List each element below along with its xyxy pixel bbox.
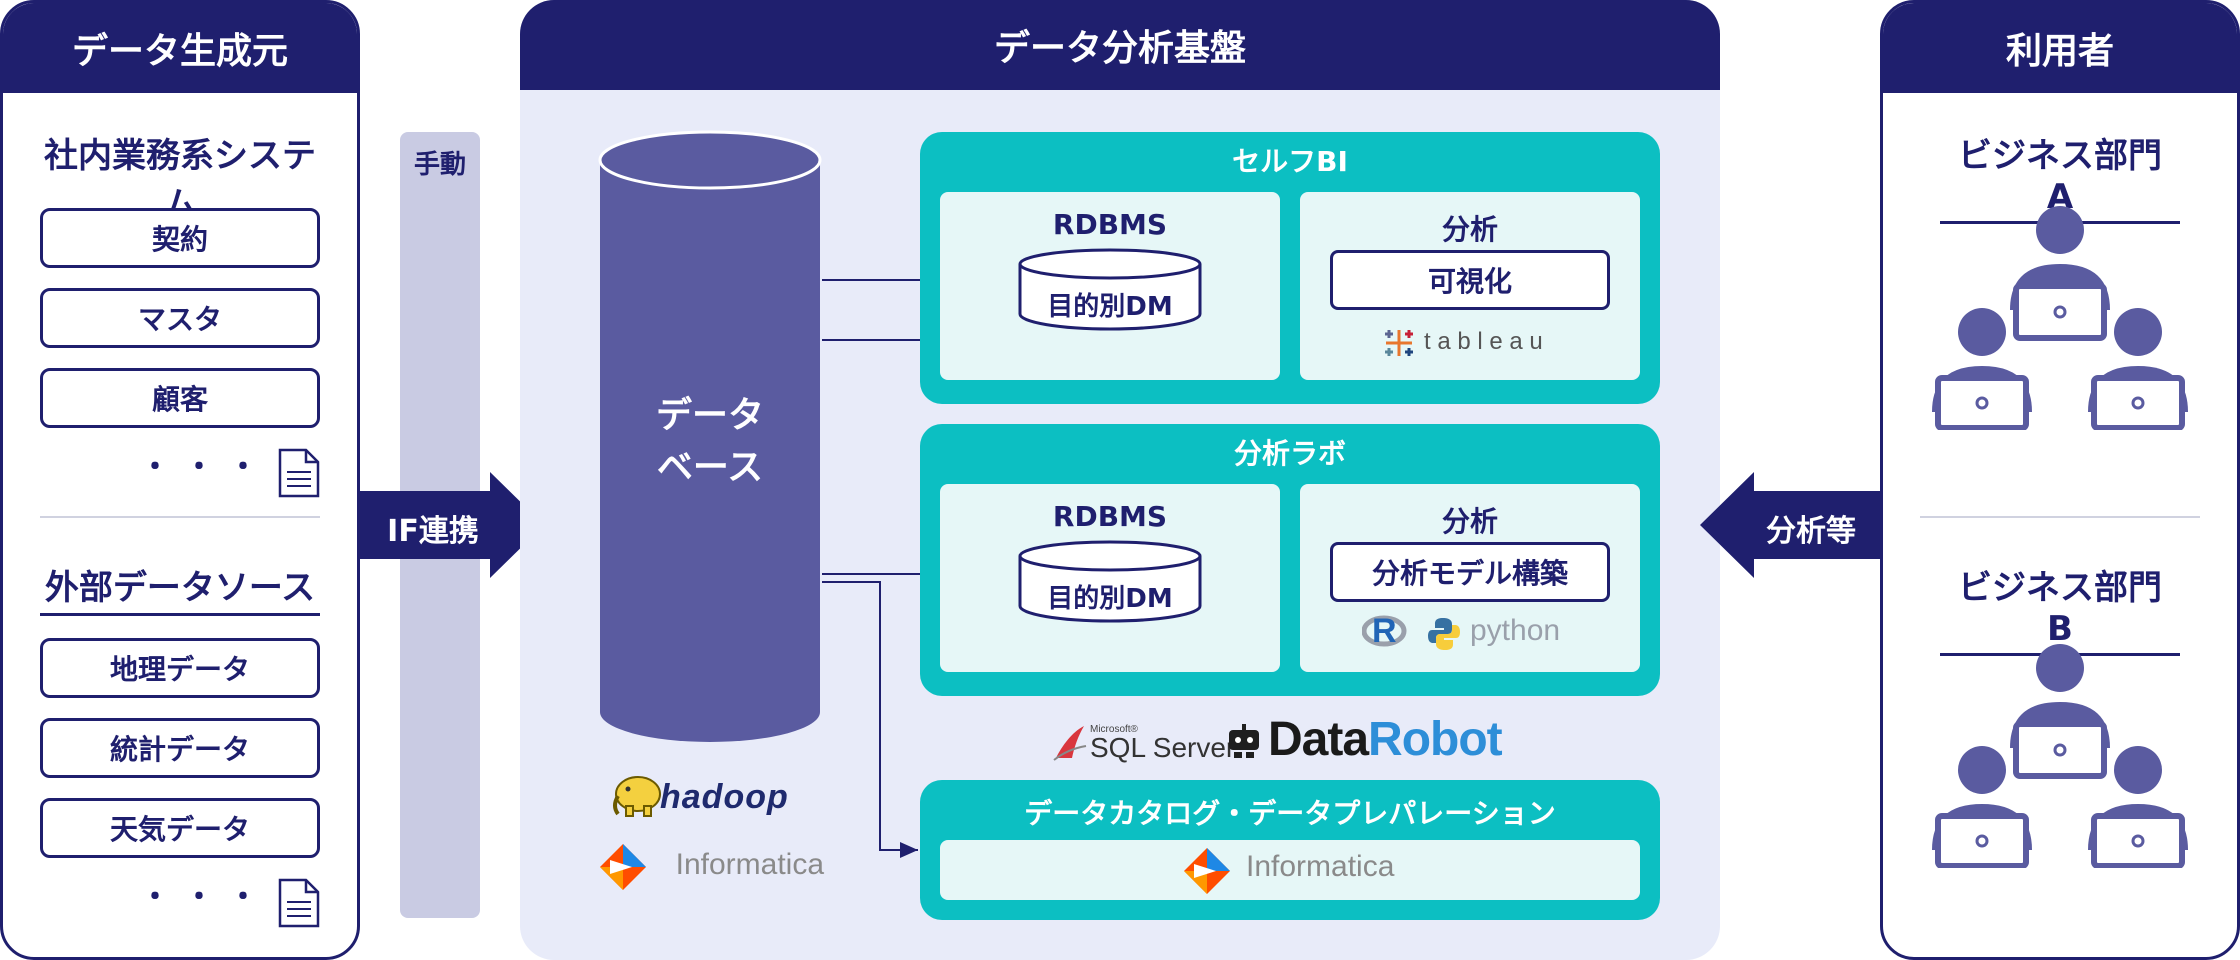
catalog-informatica-logo: Informatica <box>1246 850 1395 883</box>
analytics-platform-header: データ分析基盤 <box>520 0 1720 90</box>
database-cylinder <box>598 130 822 742</box>
database-label-line1: データ <box>655 395 764 436</box>
users-header: 利用者 <box>1883 3 2237 93</box>
data-source-title: データ生成元 <box>71 31 288 72</box>
sql-server-logo: SQL Server <box>1090 732 1236 763</box>
if-integration-label: IF連携 <box>387 514 479 549</box>
more-items-dots: ・・・ <box>140 450 272 485</box>
source-item-customer: 顧客 <box>40 368 320 428</box>
self-bi-datamart-label: 目的別DM <box>1047 292 1173 322</box>
analysis-arrow <box>1700 472 1882 578</box>
source-divider <box>40 516 320 518</box>
self-bi-analysis-title: 分析 <box>1441 213 1498 246</box>
hadoop-logo: hadoop <box>660 778 789 816</box>
database-label: データ ベース <box>598 390 822 494</box>
database-label-line2: ベース <box>656 447 764 488</box>
manual-transfer-label: 手動 <box>413 150 466 180</box>
source-item-stats: 統計データ <box>40 718 320 778</box>
external-sources-title: 外部データソース <box>40 560 320 616</box>
analysis-lab-title: 分析ラボ <box>1233 437 1346 470</box>
informatica-logo-icon <box>600 844 646 890</box>
lab-rdbms-title: RDBMS <box>1052 500 1168 533</box>
data-catalog-title: データカタログ・データプレパレーション <box>1024 797 1556 830</box>
datamart-cylinder-icon <box>1018 248 1202 331</box>
datarobot-logo-part1: Data <box>1268 713 1369 766</box>
source-item-master: マスタ <box>40 288 320 348</box>
sql-server-icon <box>1053 726 1087 761</box>
datarobot-logo: DataRobot <box>1268 712 1503 767</box>
user-group-icon <box>1932 206 2188 430</box>
datarobot-logo-part2: Robot <box>1368 713 1503 766</box>
data-catalog-inner <box>940 840 1640 900</box>
lab-datamart-label: 目的別DM <box>1047 584 1173 614</box>
if-integration-arrow <box>360 472 544 578</box>
users-panel: 利用者 <box>1880 0 2240 960</box>
users-title: 利用者 <box>2005 31 2114 72</box>
users-divider <box>1920 516 2200 518</box>
r-language-icon <box>1362 615 1407 647</box>
source-item-weather: 天気データ <box>40 798 320 858</box>
informatica-logo-icon <box>1184 848 1230 894</box>
self-bi-rdbms-title: RDBMS <box>1052 208 1168 241</box>
tableau-logo-icon <box>1385 330 1413 356</box>
datarobot-icon <box>1229 724 1259 758</box>
lab-analysis-title: 分析 <box>1441 505 1498 538</box>
visualization-box: 可視化 <box>1330 250 1610 310</box>
user-group-icon <box>1932 644 2188 868</box>
hadoop-elephant-icon <box>613 776 661 817</box>
internal-systems-title: 社内業務系システム <box>40 128 320 233</box>
self-bi-title: セルフBI <box>1232 145 1348 178</box>
data-source-header: データ生成元 <box>3 3 357 93</box>
document-icon <box>278 878 320 928</box>
source-item-geo: 地理データ <box>40 638 320 698</box>
python-logo: python <box>1470 614 1561 647</box>
r-language-logo: R <box>1372 612 1397 650</box>
analysis-arrow-label: 分析等 <box>1766 514 1856 549</box>
more-items-dots: ・・・ <box>140 880 272 915</box>
python-logo-icon <box>1428 618 1460 650</box>
informatica-logo: Informatica <box>675 848 824 881</box>
datamart-cylinder-icon <box>1018 540 1202 623</box>
sql-server-maker: Microsoft® <box>1090 724 1138 735</box>
source-item-contract: 契約 <box>40 208 320 268</box>
model-building-box: 分析モデル構築 <box>1330 542 1610 602</box>
analytics-platform-title: データ分析基盤 <box>993 28 1246 69</box>
tableau-logo: t a b l e a u <box>1424 328 1543 355</box>
document-icon <box>278 448 320 498</box>
